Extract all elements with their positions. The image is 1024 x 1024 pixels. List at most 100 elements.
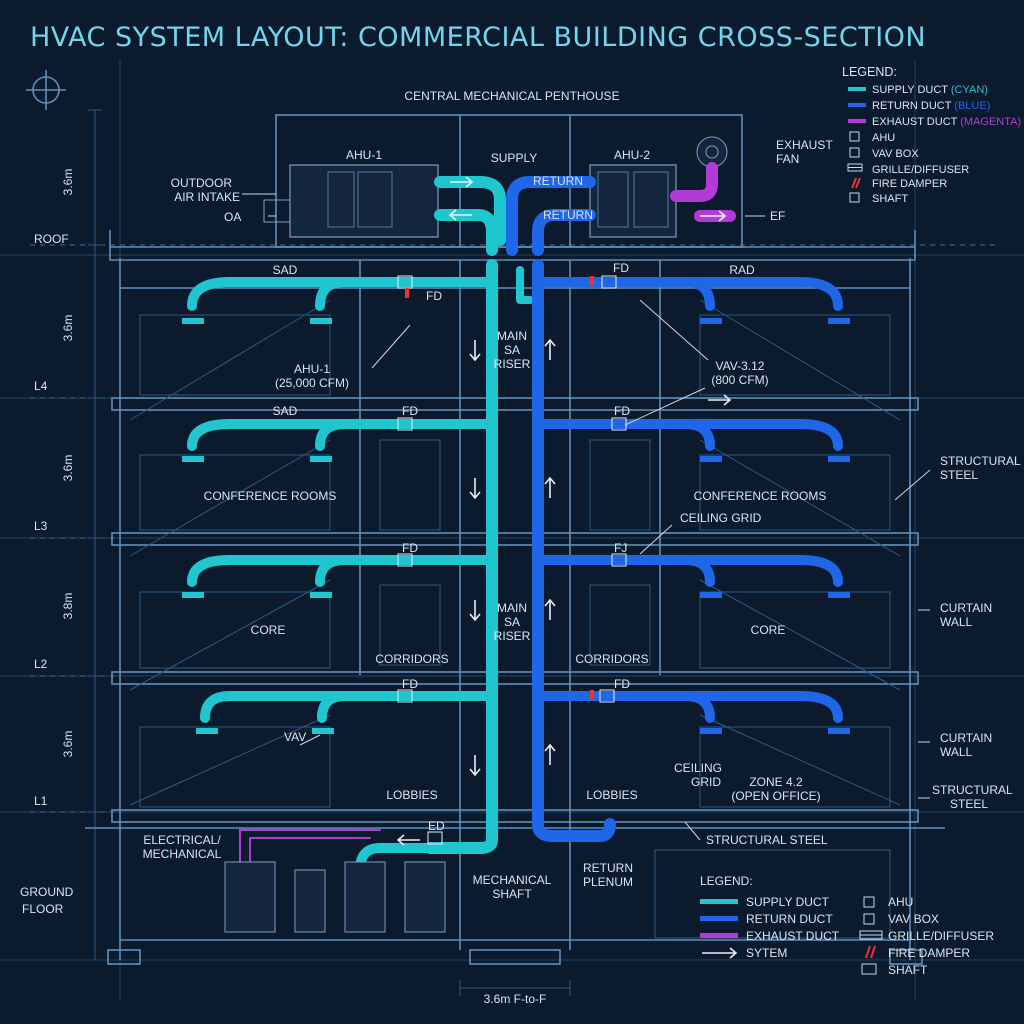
legend-shaft-icon bbox=[861, 963, 877, 975]
legend-top-item-0: SUPPLY DUCT (CYAN) bbox=[872, 84, 988, 96]
conference-rooms-right: CONFERENCE ROOMS bbox=[694, 489, 827, 503]
fd-label-7: FJ bbox=[614, 541, 627, 555]
legend-top: LEGEND: SUPPLY DUCT (CYAN) RETURN DUCT (… bbox=[842, 65, 1021, 205]
legend-top-item-4: VAV BOX bbox=[872, 148, 919, 160]
height-dim-4: 3.8m bbox=[61, 593, 75, 620]
mech-shaft-2: SHAFT bbox=[492, 887, 532, 901]
level-l3: L3 bbox=[34, 519, 48, 533]
legend-grille-icon bbox=[859, 930, 883, 940]
exhaust-swatch bbox=[848, 119, 866, 123]
fd-label-8: FD bbox=[614, 677, 630, 691]
leader-lines bbox=[242, 193, 931, 841]
curtain-wall-2b: WALL bbox=[940, 745, 973, 759]
ahu-2-label: AHU-2 bbox=[614, 148, 650, 162]
vav-box-icon bbox=[849, 147, 860, 158]
legend-fire-damper-icon bbox=[865, 945, 876, 959]
ceiling-grid-bottom-2: GRID bbox=[691, 775, 721, 789]
legend-vav-icon bbox=[863, 913, 875, 925]
floor-to-floor-label: 3.6m F-to-F bbox=[484, 992, 547, 1006]
level-l2: L2 bbox=[34, 657, 48, 671]
building-structure bbox=[85, 114, 945, 965]
level-l1: L1 bbox=[34, 794, 48, 808]
exhaust-fan-2: FAN bbox=[776, 152, 799, 166]
legend-top-item-3: AHU bbox=[872, 132, 895, 144]
curtain-wall-1b: WALL bbox=[940, 615, 973, 629]
fd-label-2: FD bbox=[613, 261, 629, 275]
legend-top-item-2: EXHAUST DUCT (MAGENTA) bbox=[872, 116, 1021, 128]
ahu-icon bbox=[849, 131, 860, 142]
mech-shaft-1: MECHANICAL bbox=[473, 873, 552, 887]
legend-top-item-7: SHAFT bbox=[872, 193, 908, 205]
return-ducts bbox=[506, 176, 843, 842]
supply-swatch bbox=[848, 87, 866, 91]
exhaust-fan-1: EXHAUST bbox=[776, 138, 833, 152]
sad-l3-label: SAD bbox=[273, 404, 298, 418]
curtain-wall-2a: CURTAIN bbox=[940, 731, 992, 745]
legend-bottom-right-3: FIRE DAMPER bbox=[888, 946, 970, 960]
core-right: CORE bbox=[751, 623, 786, 637]
ahu1-note-2: (25,000 CFM) bbox=[275, 376, 349, 390]
vav-note-1: VAV-3.12 bbox=[716, 359, 765, 373]
fd-label-5: FD bbox=[402, 541, 418, 555]
zone-label-1: ZONE 4.2 bbox=[749, 775, 803, 789]
diffusers bbox=[182, 318, 850, 734]
curtain-wall-1a: CURTAIN bbox=[940, 601, 992, 615]
legend-bottom-right-1: VAV BOX bbox=[888, 912, 939, 926]
legend-bottom-left-2: EXHAUST DUCT bbox=[746, 929, 840, 943]
electrical-label-2: MECHANICAL bbox=[143, 847, 222, 861]
height-dim-5: 3.6m bbox=[61, 731, 75, 758]
ceiling-grid-top: CEILING GRID bbox=[680, 511, 762, 525]
vav-label: VAV bbox=[284, 730, 306, 744]
legend-top-item-1: RETURN DUCT (BLUE) bbox=[872, 100, 990, 112]
conference-rooms-left: CONFERENCE ROOMS bbox=[204, 489, 337, 503]
ground-floor-equipment bbox=[224, 861, 446, 933]
zone-label-2: (OPEN OFFICE) bbox=[731, 789, 820, 803]
outdoor-air-louver bbox=[263, 199, 291, 223]
fire-damper-icon bbox=[851, 177, 861, 189]
main-riser-2a: MAIN bbox=[497, 601, 527, 615]
ef-label: EF bbox=[770, 209, 785, 223]
legend-top-heading: LEGEND: bbox=[842, 65, 897, 79]
fd-label-4: FD bbox=[614, 404, 630, 418]
legend-arrow-icon bbox=[702, 947, 738, 959]
flow-arrows bbox=[396, 176, 732, 846]
legend-return-swatch bbox=[700, 916, 738, 921]
legend-supply-swatch bbox=[700, 899, 738, 904]
rad-label: RAD bbox=[729, 263, 755, 277]
legend-bottom-left-0: SUPPLY DUCT bbox=[746, 895, 830, 909]
electrical-label-1: ELECTRICAL/ bbox=[143, 833, 221, 847]
return-top-label: RETURN bbox=[533, 174, 583, 188]
height-dim-2: 3.6m bbox=[61, 315, 75, 342]
structural-steel-bottom: STRUCTURAL STEEL bbox=[706, 833, 828, 847]
legend-bottom-heading: LEGEND: bbox=[700, 874, 753, 888]
return-plenum-1: RETURN bbox=[583, 861, 633, 875]
ahu-2-unit bbox=[589, 164, 677, 238]
legend-bottom: LEGEND: SUPPLY DUCT RETURN DUCT EXHAUST … bbox=[700, 874, 994, 977]
main-riser-2c: RISER bbox=[494, 629, 531, 643]
legend-bottom-right-2: GRILLE/DIFFUSER bbox=[888, 929, 994, 943]
height-dim-3: 3.6m bbox=[61, 455, 75, 482]
structural-steel-r2-1: STRUCTURAL bbox=[932, 783, 1013, 797]
structural-steel-r1-1: STRUCTURAL bbox=[940, 454, 1021, 468]
ahu-1-unit bbox=[289, 164, 439, 238]
structural-steel-r1-2: STEEL bbox=[940, 468, 978, 482]
legend-bottom-left-1: RETURN DUCT bbox=[746, 912, 833, 926]
lobbies-left: LOBBIES bbox=[386, 788, 437, 802]
legend-bottom-right-4: SHAFT bbox=[888, 963, 928, 977]
fd-label-3: FD bbox=[402, 404, 418, 418]
lobbies-right: LOBBIES bbox=[586, 788, 637, 802]
ahu-1-label: AHU-1 bbox=[346, 148, 382, 162]
crosshair-icon bbox=[26, 70, 66, 110]
return-bottom-label: RETURN bbox=[543, 208, 593, 222]
legend-top-item-6: FIRE DAMPER bbox=[872, 178, 947, 190]
penthouse-title: CENTRAL MECHANICAL PENTHOUSE bbox=[404, 89, 619, 103]
core-left: CORE bbox=[251, 623, 286, 637]
level-ground-2: FLOOR bbox=[22, 902, 64, 916]
legend-bottom-left-3: SYTEM bbox=[746, 946, 787, 960]
corridors-left: CORRIDORS bbox=[375, 652, 448, 666]
fd-label-6: FD bbox=[402, 677, 418, 691]
outdoor-intake-1: OUTDOOR bbox=[171, 176, 233, 190]
ceiling-grid-bottom-1: CEILING bbox=[674, 761, 722, 775]
